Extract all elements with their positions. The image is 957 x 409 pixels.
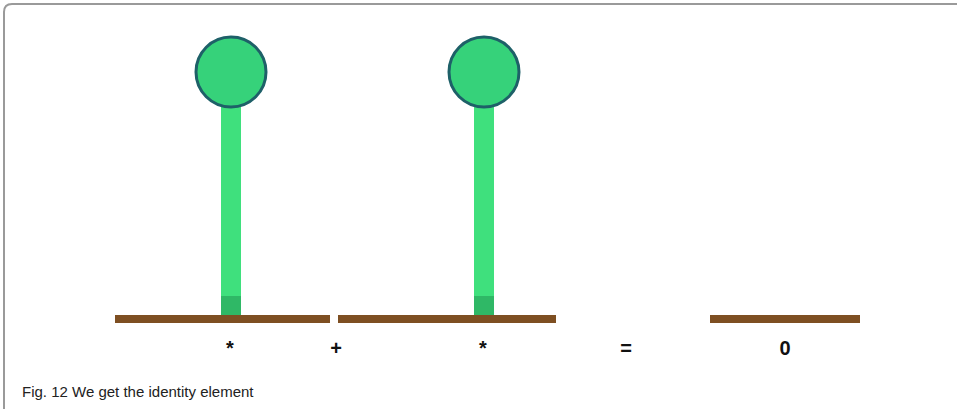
stick-base xyxy=(474,296,494,318)
stick xyxy=(474,100,494,318)
stick xyxy=(221,100,241,318)
operand-symbol: * xyxy=(226,338,234,358)
ground-bar xyxy=(115,315,330,323)
ground-bar xyxy=(338,315,556,323)
ground-bar xyxy=(710,315,860,323)
ball xyxy=(196,37,266,107)
figure-frame xyxy=(4,4,957,409)
operand-symbol: * xyxy=(479,338,487,358)
operator-symbol: = xyxy=(620,338,632,358)
ball xyxy=(449,37,519,107)
result-symbol: 0 xyxy=(779,338,790,358)
figure-caption: Fig. 12 We get the identity element xyxy=(22,383,254,401)
operator-symbol: + xyxy=(330,338,342,358)
stick-base xyxy=(221,296,241,318)
